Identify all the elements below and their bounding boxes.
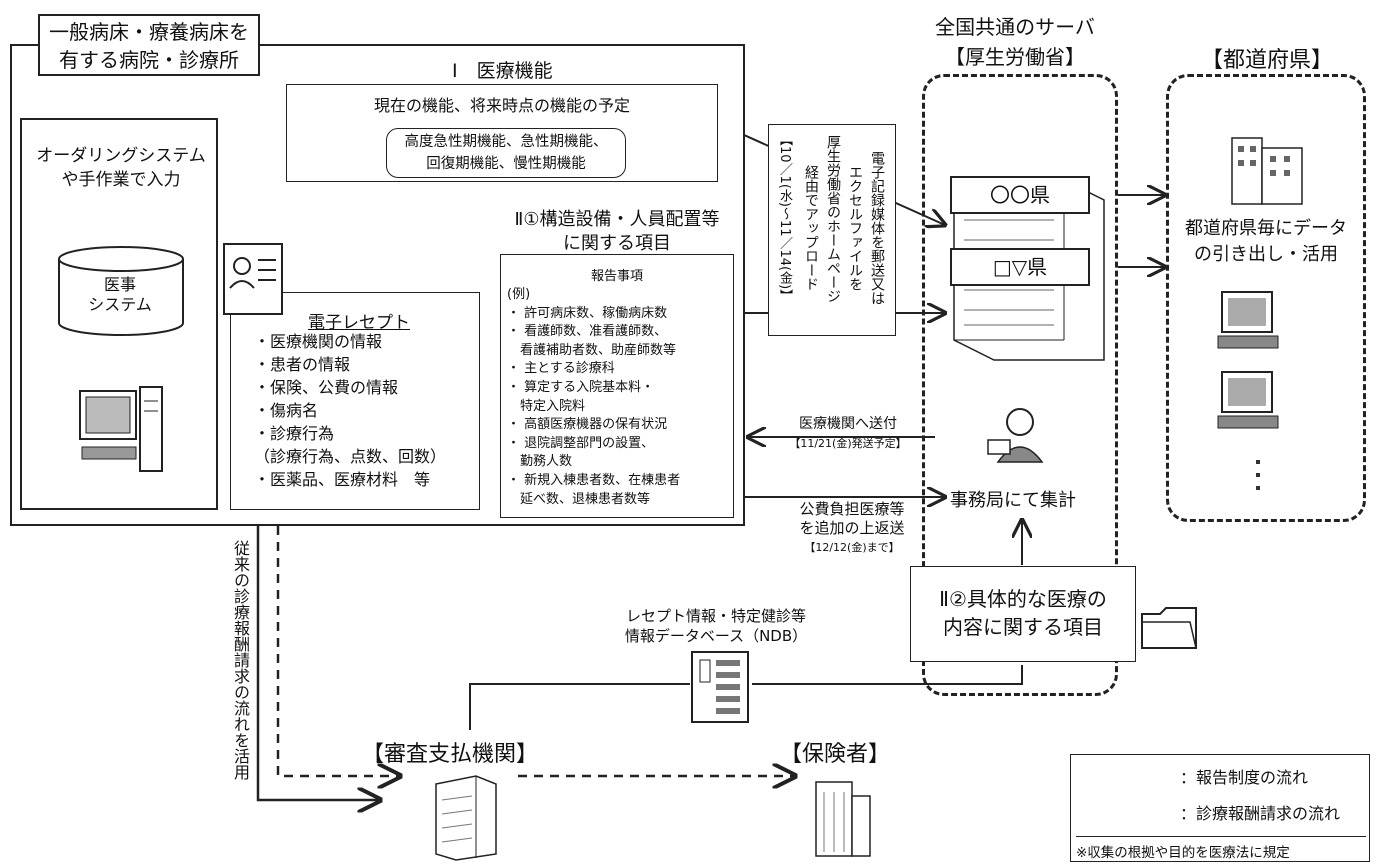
- receipt-box: [230, 292, 480, 510]
- structure-title-line1: Ⅱ①構造設備・人員配置等: [514, 209, 720, 230]
- prefecture-computer-icon: [1217, 291, 1279, 349]
- prefecture-building-icon: [1231, 137, 1303, 205]
- submission-dates: 【10／1(水)～11／14(金)】: [777, 133, 792, 303]
- legend-note: ※収集の根拠や目的を医療法に規定: [1076, 836, 1366, 861]
- content-line2: 内容に関する項目: [943, 615, 1103, 639]
- hospital-title-line2: 有する病院・診療所: [59, 48, 239, 72]
- function-options-line1: 高度急性期機能、急性期機能、: [404, 134, 608, 150]
- structure-title-line2: に関する項目: [563, 233, 671, 254]
- receipt-card-icon: [223, 243, 283, 315]
- conventional-flow-label: 従来の診療報酬請求の流れを活用: [231, 540, 250, 780]
- send-back-label: 医療機関へ送付 【11/21(金)発送予定】: [758, 414, 938, 454]
- prefecture-desc-line1: 都道府県毎にデータ: [1185, 218, 1347, 239]
- input-line2: や手作業で入力: [61, 170, 181, 190]
- function-options: 高度急性期機能、急性期機能、 回復期機能、慢性期機能: [386, 128, 626, 178]
- content-line1: Ⅱ②具体的な医療の: [939, 587, 1107, 611]
- structure-item: ・ 新規入棟患者数、在棟患者: [507, 472, 681, 488]
- prefecture-computer-icon: [1217, 371, 1279, 429]
- legend-solid-label: ：報告制度の流れ: [1180, 768, 1309, 787]
- receipt-item: ・患者の情報: [254, 355, 351, 374]
- structure-items: (例) ・ 許可病床数、稼働病床数 ・ 看護師数、准看護師数、 看護補助者数、助…: [501, 286, 733, 509]
- receipt-item: ・医療機関の情報: [254, 332, 383, 351]
- receipt-item: ・診療行為: [254, 424, 335, 443]
- pref-server-2: □▽県: [950, 248, 1090, 286]
- send-back-line2: 【11/21(金)発送予定】: [789, 437, 907, 450]
- hospital-title-line1: 一般病床・療養病床を: [49, 20, 249, 44]
- structure-item: 延べ数、退棟患者数等: [507, 491, 651, 507]
- structure-item: 勤務人数: [507, 454, 573, 470]
- structure-item: ・ 許可病床数、稼働病床数: [507, 305, 668, 321]
- receipt-items: ・医療機関の情報 ・患者の情報 ・保険、公費の情報 ・傷病名 ・診療行為 （診療…: [254, 330, 446, 491]
- pref-server-1: 〇〇県: [950, 176, 1090, 214]
- prefecture-title: 【都道府県】: [1200, 48, 1333, 73]
- server-title: 全国共通のサーバ 【厚生労働省】: [905, 12, 1125, 72]
- database-icon: [58, 246, 184, 336]
- content-section-box: Ⅱ②具体的な医療の 内容に関する項目: [910, 566, 1136, 662]
- receipt-item: ・医薬品、医療材料 等: [254, 470, 431, 489]
- structure-item: ・ 主とする診療科: [507, 361, 615, 377]
- function-title: Ⅰ 医療機能: [452, 60, 553, 82]
- medical-system-label: 医事 システム: [60, 275, 180, 315]
- prefecture-desc-line2: の引き出し・活用: [1194, 244, 1338, 265]
- server-subtitle: 【厚生労働省】: [945, 45, 1085, 69]
- return-line3: 【12/12(金)まで】: [804, 541, 900, 554]
- submission-line2: 厚生労働省のホームページ: [825, 135, 841, 303]
- insurer-building-icon: [815, 781, 871, 857]
- receipt-title: 電子レセプト: [308, 313, 410, 333]
- structure-item: ・ 算定する入院基本料・: [507, 379, 655, 395]
- submission-line3: 経由でアップロード: [803, 165, 819, 291]
- structure-item: ・ 退院調整部門の設置、: [507, 435, 655, 451]
- return-label: 公費負担医療等 を追加の上返送 【12/12(金)まで】: [762, 500, 942, 557]
- return-line2: を追加の上返送: [799, 519, 905, 537]
- receipt-item: （診療行為、点数、回数）: [254, 447, 447, 466]
- ndb-line1: レセプト情報・特定健診等: [625, 607, 806, 625]
- computer-icon: [79, 386, 163, 472]
- server-title-text: 全国共通のサーバ: [935, 15, 1095, 39]
- review-building-icon: [435, 775, 497, 861]
- more-dots-icon: [1256, 460, 1260, 464]
- ndb-server-icon: [691, 651, 749, 723]
- structure-box: 報告事項 (例) ・ 許可病床数、稼働病床数 ・ 看護師数、准看護師数、 看護補…: [500, 254, 734, 518]
- return-line1: 公費負担医療等: [799, 500, 905, 518]
- receipt-item: ・保険、公費の情報: [254, 378, 399, 397]
- function-options-line2: 回復期機能、慢性期機能: [426, 156, 586, 172]
- server-frame: [922, 74, 1118, 696]
- prefecture-desc: 都道府県毎にデータ の引き出し・活用: [1168, 216, 1364, 268]
- submission-box: 電子記録媒体を郵送又は エクセルファイルを 厚生労働省のホームページ 経由でアッ…: [768, 124, 896, 336]
- receipt-item: ・傷病名: [254, 401, 319, 420]
- structure-item: (例): [507, 287, 531, 302]
- structure-title: Ⅱ①構造設備・人員配置等 に関する項目: [492, 208, 742, 256]
- structure-item: 特定入院料: [507, 398, 586, 414]
- structure-item: 看護補助者数、助産師数等: [507, 342, 677, 358]
- function-subtitle: 現在の機能、将来時点の機能の予定: [373, 96, 630, 115]
- hospital-title-box: 一般病床・療養病床を 有する病院・診療所: [38, 14, 260, 76]
- submission-line1: エクセルファイルを: [847, 165, 863, 291]
- legend-box: [1070, 754, 1370, 862]
- structure-item: ・ 高額医療機器の保有状況: [507, 417, 668, 433]
- medical-system-line2: システム: [88, 295, 152, 314]
- ndb-label: レセプト情報・特定健診等 情報データベース（NDB）: [606, 606, 826, 646]
- insurer-title: 【保険者】: [780, 742, 891, 767]
- review-org-title: 【審査支払機関】: [362, 742, 539, 767]
- secretariat-label: 事務局にて集計: [950, 490, 1076, 511]
- prefecture-frame: [1166, 74, 1366, 522]
- legend-dashed-label: ：診療報酬請求の流れ: [1180, 804, 1341, 823]
- input-method-label: オーダリングシステム や手作業で入力: [26, 144, 216, 192]
- staff-person-icon: [987, 408, 1044, 463]
- structure-item: ・ 看護師数、准看護師数、: [507, 324, 668, 340]
- submission-line0: 電子記録媒体を郵送又は: [869, 151, 885, 305]
- input-line1: オーダリングシステム: [36, 146, 206, 166]
- send-back-line1: 医療機関へ送付: [799, 416, 897, 432]
- folder-icon: [1141, 607, 1197, 649]
- structure-heading: 報告事項: [590, 269, 643, 284]
- ndb-line2: 情報データベース（NDB）: [624, 627, 808, 645]
- medical-system-line1: 医事: [103, 275, 136, 294]
